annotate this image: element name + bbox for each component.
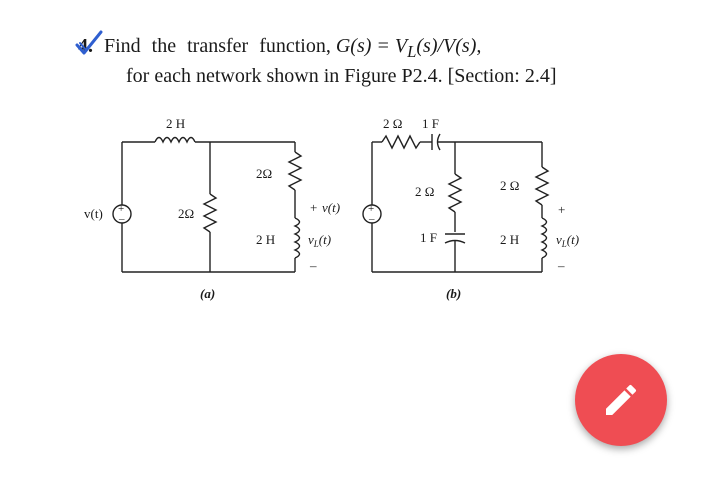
- figure-p2-4: + – + – 2 H v(t) 2Ω 2Ω 2 H + vL(t) – (a)…: [80, 112, 600, 302]
- circuit-diagrams: + – + – 2 H v(t) 2Ω 2Ω 2 H + vL(t) – (a)…: [84, 116, 579, 301]
- label-b-capacitor-mid: 1 F: [420, 230, 437, 245]
- source-a-plus: +: [118, 203, 124, 215]
- problem-text: Find the transfer function,: [104, 35, 331, 57]
- label-b-resistor-mid: 2 Ω: [415, 184, 434, 199]
- source-b-minus: –: [368, 213, 375, 225]
- label-b-output-plus: +: [558, 202, 565, 217]
- circuit-b: [362, 133, 550, 273]
- problem-number: 4.: [75, 30, 103, 57]
- problem-statement: 4. Find the transfer function, G(s) = VL…: [75, 30, 678, 88]
- source-a-minus: –: [118, 213, 125, 225]
- label-b-resistor-right: 2 Ω: [500, 178, 519, 193]
- label-a-output-plus: +: [310, 200, 317, 215]
- edit-button[interactable]: [575, 354, 667, 446]
- label-b-resistor-top: 2 Ω: [383, 116, 402, 131]
- label-b-output-minus: –: [557, 258, 565, 273]
- label-a-output-minus: –: [309, 258, 317, 273]
- label-a-resistor-mid: 2Ω: [178, 206, 194, 221]
- transfer-function: G(s) = VL(s)/V(s),: [335, 35, 482, 61]
- label-b-source: v(t): [322, 200, 340, 215]
- check-mark-icon: [75, 30, 103, 55]
- label-a-resistor-right: 2Ω: [256, 166, 272, 181]
- source-b-plus: +: [368, 203, 374, 215]
- problem-line-2: for each network shown in Figure P2.4. […: [126, 65, 557, 87]
- pencil-icon: [606, 384, 637, 415]
- label-a-inductor-top: 2 H: [166, 116, 185, 131]
- label-b-output: vL(t): [556, 232, 579, 249]
- label-a-output: vL(t): [308, 232, 331, 249]
- label-b-capacitor-top: 1 F: [422, 116, 439, 131]
- label-b-inductor-right: 2 H: [500, 232, 519, 247]
- circuit-a: [112, 136, 303, 273]
- problem-line-1: 4. Find the transfer function, G(s) = VL…: [75, 30, 678, 64]
- caption-b: (b): [446, 286, 461, 301]
- label-a-source: v(t): [84, 206, 103, 221]
- label-a-inductor-right: 2 H: [256, 232, 275, 247]
- caption-a: (a): [200, 286, 215, 301]
